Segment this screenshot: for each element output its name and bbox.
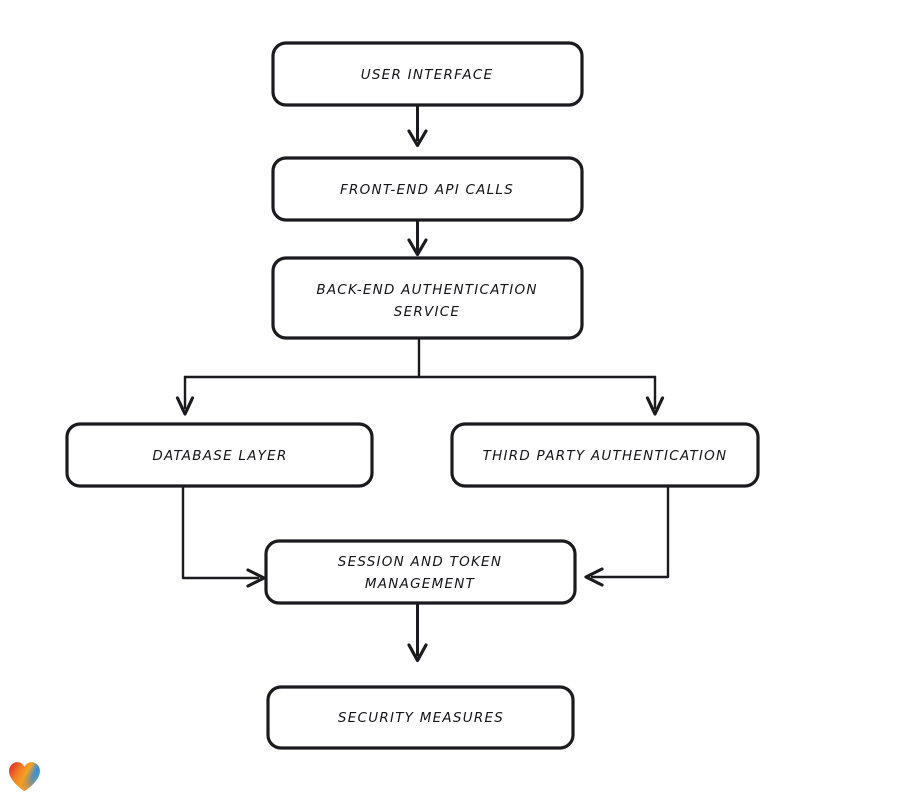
- gradient-heart-icon: [9, 762, 40, 792]
- node-third-party-authentication[interactable]: THIRD PARTY AUTHENTICATION: [450, 422, 760, 488]
- node-session-and-token-management-box[interactable]: [264, 539, 577, 605]
- node-user-interface-label: USER INTERFACE: [361, 67, 494, 83]
- node-security-measures[interactable]: SECURITY MEASURES: [266, 685, 575, 750]
- node-security-measures-box[interactable]: [266, 685, 575, 750]
- edge-backend-to-thirdparty: [645, 375, 665, 416]
- node-frontend-api-calls-label: FRONT-END API CALLS: [340, 182, 514, 198]
- node-database-layer[interactable]: DATABASE LAYER: [65, 422, 374, 488]
- node-backend-authentication-service[interactable]: BACK-END AUTHENTICATION SERVICE: [271, 256, 584, 340]
- edge-session-to-security: [407, 601, 428, 663]
- node-third-party-authentication-box[interactable]: [450, 422, 760, 488]
- node-database-layer-label: DATABASE LAYER: [152, 448, 287, 464]
- node-user-interface[interactable]: USER INTERFACE: [271, 41, 584, 107]
- node-session-and-token-management-label-line1: SESSION AND TOKEN: [338, 554, 502, 570]
- node-user-interface-box[interactable]: [271, 41, 584, 107]
- node-third-party-authentication-label: THIRD PARTY AUTHENTICATION: [483, 448, 728, 464]
- node-backend-authentication-service-label-line2: SERVICE: [394, 304, 460, 320]
- edge-api-to-backend: [407, 219, 428, 257]
- node-backend-authentication-service-box[interactable]: [271, 256, 584, 340]
- node-security-measures-label: SECURITY MEASURES: [338, 710, 504, 726]
- node-session-and-token-management-label-line2: MANAGEMENT: [365, 576, 476, 592]
- node-frontend-api-calls[interactable]: FRONT-END API CALLS: [271, 156, 584, 222]
- edge-thirdparty-to-session: [584, 484, 670, 587]
- node-frontend-api-calls-box[interactable]: [271, 156, 584, 222]
- edge-ui-to-api: [407, 104, 428, 148]
- edge-database-to-session: [181, 484, 266, 588]
- edge-backend-branch-trunk: [183, 336, 657, 379]
- node-backend-authentication-service-label-line1: BACK-END AUTHENTICATION: [316, 282, 537, 298]
- edge-backend-to-database: [175, 375, 195, 416]
- node-database-layer-box[interactable]: [65, 422, 374, 488]
- node-session-and-token-management[interactable]: SESSION AND TOKEN MANAGEMENT: [264, 539, 577, 605]
